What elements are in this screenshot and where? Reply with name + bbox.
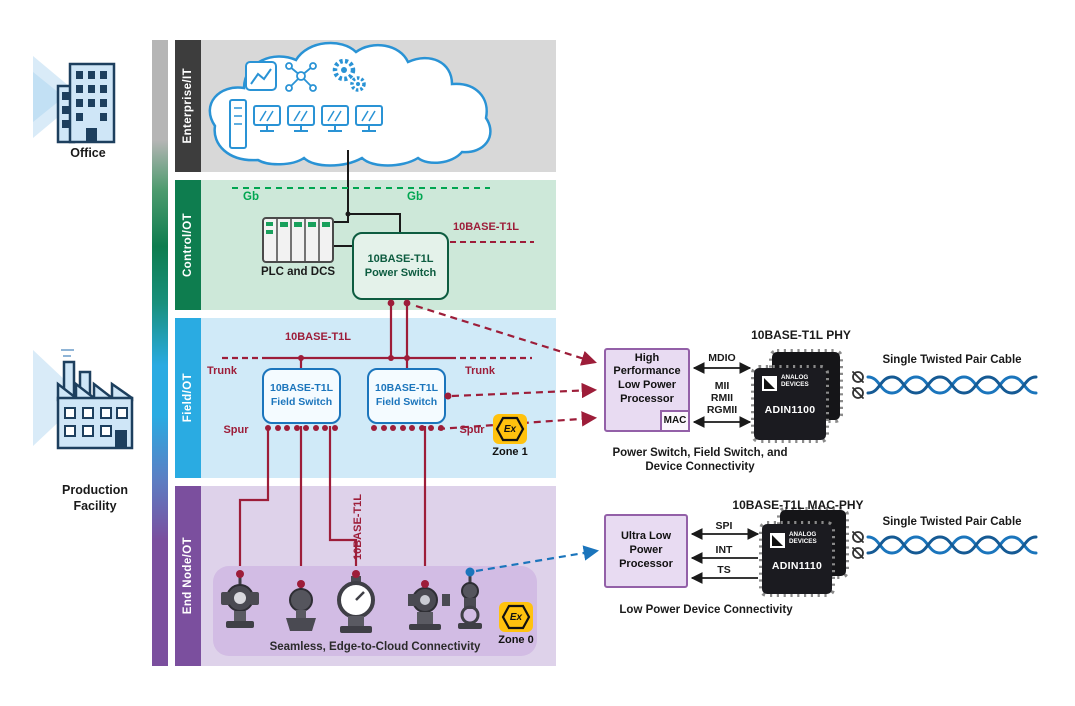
ex-zone0-badge: Ex Zone 0: [494, 602, 538, 646]
macphy-caption: Low Power Device Connectivity: [619, 604, 793, 616]
adin1100-brand: ANALOG DEVICES: [781, 374, 809, 388]
adi-logo: [762, 376, 777, 391]
rgmii-label: RGMII: [706, 404, 738, 416]
ts-label: TS: [717, 564, 731, 576]
layer-gradient-bar: [152, 40, 168, 666]
t1l-label-field: 10BASE-T1L: [284, 331, 352, 343]
spi-label: SPI: [715, 520, 733, 532]
ex-icon: Ex: [499, 602, 533, 632]
plc-label: PLC and DCS: [260, 266, 336, 278]
office-icon: [33, 56, 116, 144]
ultra-low-power-processor-box: Ultra Low Power Processor: [604, 514, 688, 588]
rmii-label: RMII: [710, 392, 734, 404]
endnode-caption: Seamless, Edge-to-Cloud Connectivity: [269, 641, 481, 653]
layer-label-enterprise: Enterprise/IT: [182, 68, 194, 144]
office-label: Office: [70, 146, 106, 160]
phy-title: 10BASE-T1L PHY: [751, 328, 851, 342]
power-switch-box: 10BASE-T1L Power Switch: [352, 232, 449, 300]
ultra-low-power-processor-label: Ultra Low Power Processor: [619, 530, 673, 570]
high-performance-processor-label: High Performance Low Power Processor: [613, 351, 681, 405]
twisted-pair-cable-top: [852, 371, 1038, 399]
layer-label-control: Control/OT: [182, 212, 194, 278]
mii-label: MII: [714, 380, 730, 392]
ex-icon: Ex: [493, 414, 527, 444]
adin1110-brand: ANALOG DEVICES: [789, 531, 817, 545]
t1l-label-control: 10BASE-T1L: [452, 221, 520, 233]
mdio-label: MDIO: [708, 352, 736, 364]
band-enterprise: [201, 40, 556, 172]
factory-icon: [33, 349, 134, 450]
field-switch-left-box: 10BASE-T1L Field Switch: [262, 368, 341, 424]
adin1110-name: ADIN1110: [771, 560, 823, 572]
layer-label-field: Field/OT: [182, 373, 194, 423]
layer-label-endnode: End Node/OT: [182, 537, 194, 615]
layer-bar-enterprise: Enterprise/IT: [175, 40, 201, 172]
cable-label-bottom: Single Twisted Pair Cable: [882, 516, 1022, 528]
adin1110-chip: [759, 507, 849, 597]
ex-zone1-badge: Ex Zone 1: [488, 414, 532, 458]
cable-label-top: Single Twisted Pair Cable: [882, 354, 1022, 366]
mac-box: MAC: [660, 410, 690, 432]
high-performance-processor-box: High Performance Low Power Processor MAC: [604, 348, 690, 432]
trunk-label-left: Trunk: [207, 365, 237, 377]
trunk-label-right: Trunk: [465, 365, 495, 377]
adin1100-name: ADIN1100: [764, 404, 816, 416]
field-switch-right-box: 10BASE-T1L Field Switch: [367, 368, 446, 424]
t1l-label-vertical: 10BASE-T1L: [352, 493, 364, 560]
phy-caption: Power Switch, Field Switch, and Device C…: [612, 447, 788, 474]
layer-bar-field: Field/OT: [175, 318, 201, 478]
int-label: INT: [715, 544, 733, 556]
twisted-pair-cable-bottom: [852, 531, 1038, 559]
gb-label-left: Gb: [243, 191, 259, 203]
layer-bar-control: Control/OT: [175, 180, 201, 310]
spur-label-left: Spur: [223, 424, 249, 436]
zone1-label: Zone 1: [492, 446, 528, 458]
gb-label-right: Gb: [407, 191, 423, 203]
production-label: Production Facility: [62, 483, 128, 514]
macphy-title: 10BASE-T1L MAC-PHY: [732, 498, 864, 512]
adin1100-chip: [751, 349, 843, 443]
adi-logo: [770, 533, 785, 548]
layer-bar-endnode: End Node/OT: [175, 486, 201, 666]
